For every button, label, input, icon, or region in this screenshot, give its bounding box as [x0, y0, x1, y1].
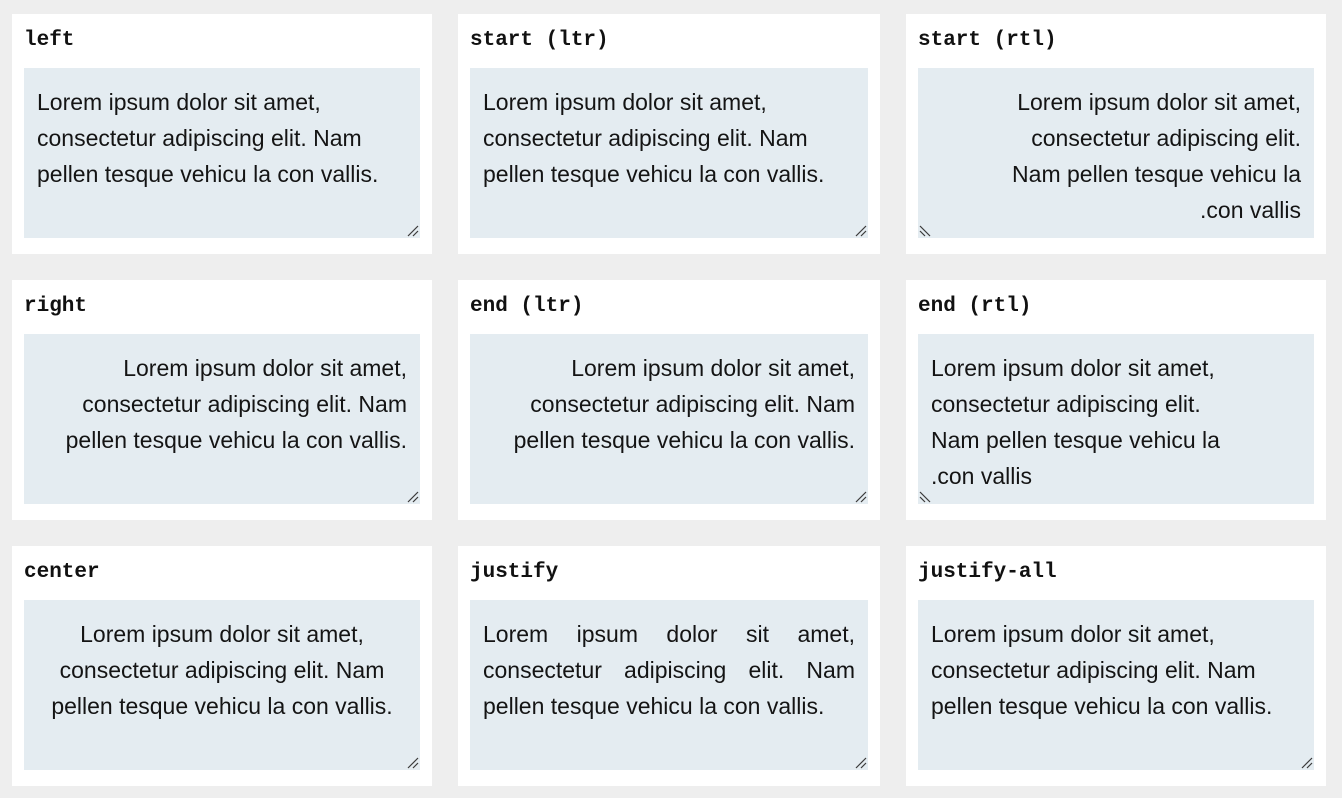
- textbox-text: Lorem ipsum dolor sit amet, consectetur …: [931, 621, 1273, 719]
- resizable-textbox[interactable]: Lorem ipsum dolor sit amet, consectetur …: [24, 600, 420, 770]
- card-left: left Lorem ipsum dolor sit amet, consect…: [12, 14, 432, 254]
- resizable-textbox[interactable]: Lorem ipsum dolor sit amet, consectetur …: [470, 334, 868, 504]
- card-justify: justify Lorem ipsum dolor sit amet, cons…: [458, 546, 880, 786]
- card-start-ltr: start (ltr) Lorem ipsum dolor sit amet, …: [458, 14, 880, 254]
- card-label: center: [24, 561, 100, 584]
- card-label: end (ltr): [470, 295, 584, 318]
- resize-grip-icon[interactable]: [919, 224, 932, 237]
- card-end-rtl: end (rtl) Lorem ipsum dolor sit amet, co…: [906, 280, 1326, 520]
- resize-grip-icon[interactable]: [1300, 756, 1313, 769]
- textbox-line: Lorem ipsum dolor sit amet,: [1017, 89, 1301, 115]
- textbox-text: Lorem ipsum dolor sit amet, consectetur …: [483, 89, 825, 187]
- card-label: start (rtl): [918, 29, 1057, 52]
- card-center: center Lorem ipsum dolor sit amet, conse…: [12, 546, 432, 786]
- resize-grip-icon[interactable]: [854, 224, 867, 237]
- resizable-textbox[interactable]: Lorem ipsum dolor sit amet, consectetur …: [918, 600, 1314, 770]
- resize-grip-icon[interactable]: [406, 490, 419, 503]
- card-label: end (rtl): [918, 295, 1032, 318]
- resizable-textbox[interactable]: Lorem ipsum dolor sit amet, consectetur …: [24, 68, 420, 238]
- resize-grip-icon[interactable]: [919, 490, 932, 503]
- resizable-textbox[interactable]: Lorem ipsum dolor sit amet, consectetur …: [918, 334, 1314, 504]
- textbox-line: Nam pellen tesque vehicu la: [931, 427, 1220, 453]
- resize-grip-icon[interactable]: [406, 224, 419, 237]
- resizable-textbox[interactable]: Lorem ipsum dolor sit amet, consectetur …: [24, 334, 420, 504]
- card-label: right: [24, 295, 88, 318]
- textbox-line: consectetur adipiscing elit.: [1031, 125, 1301, 151]
- card-right: right Lorem ipsum dolor sit amet, consec…: [12, 280, 432, 520]
- resizable-textbox[interactable]: Lorem ipsum dolor sit amet, consectetur …: [470, 68, 868, 238]
- resizable-textbox[interactable]: Lorem ipsum dolor sit amet, consectetur …: [918, 68, 1314, 238]
- textbox-text: Lorem ipsum dolor sit amet, consectetur …: [65, 355, 407, 453]
- textbox-line: .con vallis: [1200, 197, 1301, 223]
- alignment-demo-grid: left Lorem ipsum dolor sit amet, consect…: [12, 14, 1326, 786]
- resize-grip-icon[interactable]: [854, 756, 867, 769]
- card-justify-all: justify-all Lorem ipsum dolor sit amet, …: [906, 546, 1326, 786]
- textbox-line: consectetur adipiscing elit.: [931, 391, 1201, 417]
- textbox-line: Lorem ipsum dolor sit amet,: [931, 355, 1215, 381]
- card-label: justify: [470, 561, 559, 584]
- card-end-ltr: end (ltr) Lorem ipsum dolor sit amet, co…: [458, 280, 880, 520]
- textbox-line: Nam pellen tesque vehicu la: [1012, 161, 1301, 187]
- textbox-text: Lorem ipsum dolor sit amet, consectetur …: [483, 621, 855, 719]
- resizable-textbox[interactable]: Lorem ipsum dolor sit amet, consectetur …: [470, 600, 868, 770]
- card-label: start (ltr): [470, 29, 609, 52]
- card-label: justify-all: [918, 561, 1057, 584]
- textbox-text: Lorem ipsum dolor sit amet, consectetur …: [513, 355, 855, 453]
- textbox-line: .con vallis: [931, 463, 1032, 489]
- textbox-text: Lorem ipsum dolor sit amet, consectetur …: [51, 621, 393, 719]
- resize-grip-icon[interactable]: [406, 756, 419, 769]
- card-label: left: [24, 29, 75, 52]
- textbox-text: Lorem ipsum dolor sit amet, consectetur …: [37, 89, 379, 187]
- resize-grip-icon[interactable]: [854, 490, 867, 503]
- card-start-rtl: start (rtl) Lorem ipsum dolor sit amet, …: [906, 14, 1326, 254]
